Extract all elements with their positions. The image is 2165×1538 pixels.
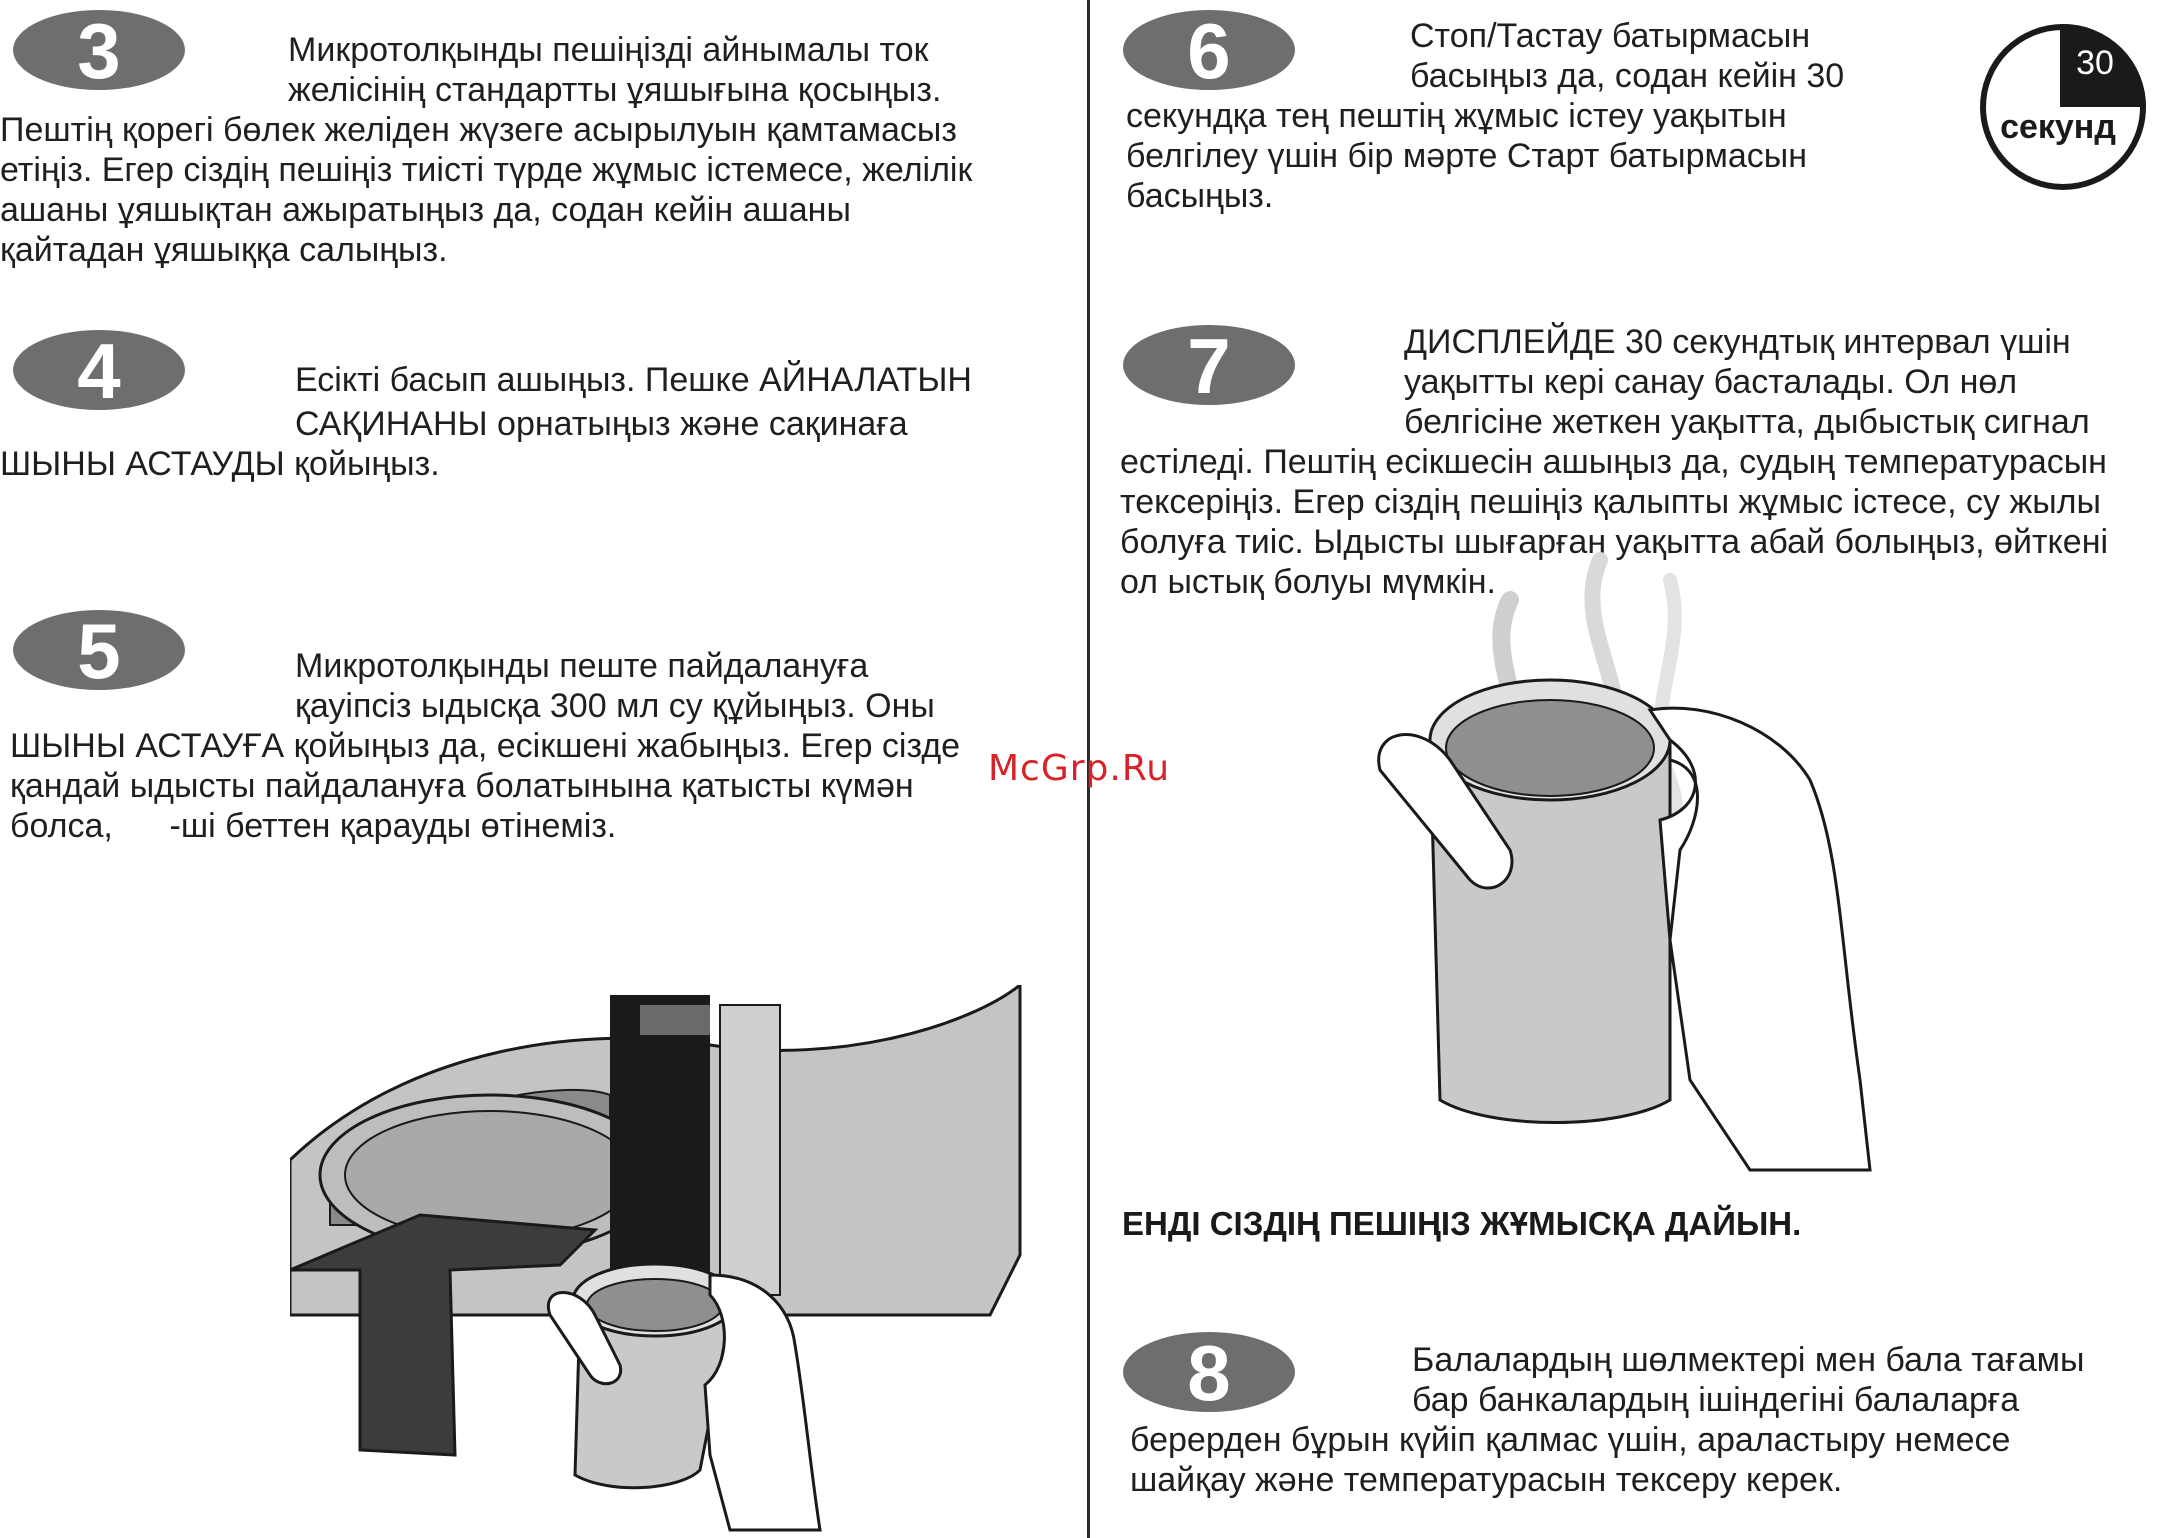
step-5-line-3: ШЫНЫ АСТАУҒА қойыңыз да, есікшені жабыңы… [10,727,961,765]
step-4-line-3: ШЫНЫ АСТАУДЫ қойыңыз. [0,445,440,483]
timer-value: 30 [2076,44,2114,82]
step-5-line-2: қауіпсіз ыдысқа 300 мл су құйыңыз. Оны [295,687,935,725]
step-6-line-1: Стоп/Тастау батырмасын [1410,17,1811,55]
step-7-line-6: болуға тиіс. Ыдысты шығарған уақытта аба… [1120,523,2109,561]
step-8-line-2: бар банкалардың ішіндегіні балаларға [1412,1381,2020,1419]
step-4-badge: 4 [13,328,185,412]
step-7-line-2: уақытты кері санау басталады. Ол нөл [1404,363,2018,401]
step-5-line-1: Микротолқынды пеште пайдалануға [295,647,869,685]
step-4-line-1: Есікті басып ашыңыз. Пешке АЙНАЛАТЫН [295,361,972,399]
step-5-number: 5 [77,608,120,692]
step-7-line-5: тексеріңіз. Егер сіздің пешіңіз қалыпты … [1120,483,2101,521]
step-4-number: 4 [77,328,120,412]
column-divider [1087,0,1090,1538]
step-3-badge: 3 [13,8,185,92]
step-8-number: 8 [1187,1330,1230,1414]
timer-30-seconds-icon: 30 секунд [1980,23,2146,190]
microwave-loading-cup-illustration [290,985,1022,1532]
step-8-badge: 8 [1123,1330,1295,1414]
step-6-line-5: басыңыз. [1126,177,1274,215]
step-3-line-2: желісінің стандартты ұяшығына қосыңыз. [288,71,942,109]
hand-holding-hot-cup-illustration [1377,552,1872,1172]
step-3-line-1: Микротолқынды пешіңізді айнымалы ток [288,31,929,69]
step-3-line-3: Пештің қорегі бөлек желіден жүзеге асыры… [0,111,957,149]
step-7-line-3: белгісіне жеткен уақытта, дыбыстық сигна… [1404,403,2090,441]
step-7-line-1: ДИСПЛЕЙДЕ 30 секундтық интервал үшін [1404,323,2071,361]
step-5-line-4: қандай ыдысты пайдалануға болатынына қат… [10,767,914,805]
step-8-line-1: Балалардың шөлмектері мен бала тағамы [1412,1341,2085,1379]
step-7-badge: 7 [1123,323,1295,407]
step-3-line-4: етіңіз. Егер сіздің пешіңіз тиісті түрде… [0,151,973,189]
step-3-line-5: ашаны ұяшықтан ажыратыңыз да, содан кейі… [0,191,851,229]
step-7-line-4: естіледі. Пештің есікшесін ашыңыз да, су… [1120,443,2107,481]
timer-unit: секунд [2000,108,2116,146]
step-6-line-4: белгілеу үшін бір мәрте Старт батырмасын [1126,137,1808,175]
watermark: McGrp.Ru [988,748,1171,789]
step-6-badge: 6 [1123,8,1295,92]
step-5-line-5: болса, -ші беттен қарауды өтінеміз. [10,807,617,845]
step-6-number: 6 [1187,8,1230,92]
ready-message: ЕНДІ СІЗДІҢ ПЕШІҢІЗ ЖҰМЫСҚА ДАЙЫН. [1122,1205,1802,1242]
step-7-number: 7 [1187,323,1230,407]
step-5-badge: 5 [13,608,185,692]
step-3-line-6: қайтадан ұяшыққа салыңыз. [0,231,448,269]
step-8-line-4: шайқау және температурасын тексеру керек… [1130,1461,1843,1499]
step-4-line-2: САҚИНАНЫ орнатыңыз және сақинаға [295,405,908,443]
step-6-line-2: басыңыз да, содан кейін 30 [1410,57,1845,95]
step-6-line-3: секундқа тең пештің жұмыс істеу уақытын [1126,97,1787,135]
step-3-number: 3 [77,8,120,92]
step-8-line-3: берерден бұрын күйіп қалмас үшін, аралас… [1130,1421,2011,1459]
step-7-line-7: ол ыстық болуы мүмкін. [1120,563,1496,601]
